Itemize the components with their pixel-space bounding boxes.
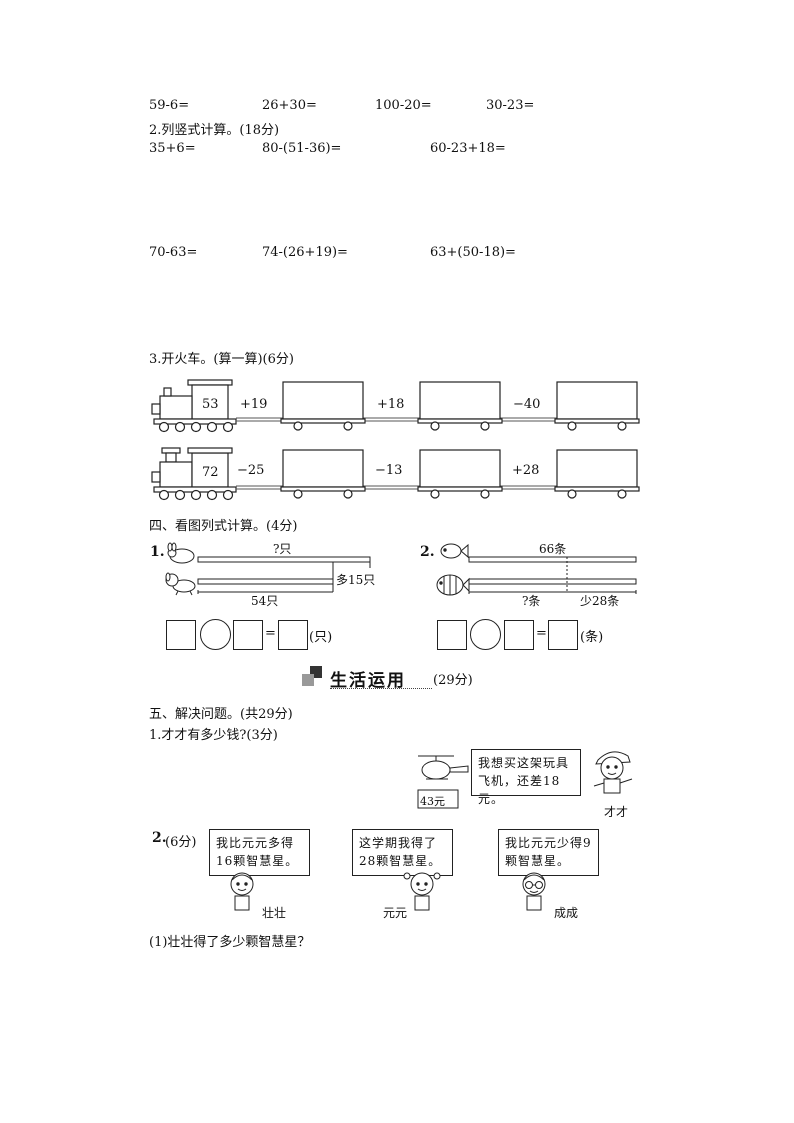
striped-fish-icon [436, 574, 470, 596]
caicai-speech-bubble: 我想买这架玩具飞机，还差18元。 [471, 749, 581, 806]
price-tag [417, 789, 459, 809]
p1-operator-circle[interactable] [200, 619, 231, 650]
rabbit-icon [167, 542, 195, 564]
zhuangzhuang-avatar [230, 872, 254, 911]
locomotive-icon [151, 379, 237, 433]
train-1-op-2: +18 [377, 397, 405, 412]
train-cars [280, 381, 640, 431]
p1-answer-box-1[interactable] [166, 620, 196, 650]
chengcheng-avatar [522, 872, 546, 911]
p2-top-label: 66条 [539, 542, 567, 556]
s5-q2-sub1: (1)壮壮得了多少颗智慧星？ [149, 935, 311, 950]
p2-answer-box-3[interactable] [548, 620, 578, 650]
chengcheng-name: 成成 [554, 906, 579, 920]
p1-answer-box-3[interactable] [278, 620, 308, 650]
p2-bottom-label-q: ?条 [522, 594, 541, 608]
banner-underline [330, 688, 432, 689]
p2-number: 2. [420, 544, 435, 560]
oral-calc-4: 30-23= [486, 98, 535, 113]
p2-bar-diagram [468, 556, 637, 594]
banner-score: (29分) [433, 673, 473, 688]
p1-equals-sign: = [265, 626, 276, 641]
yuanyuan-name: 元元 [383, 906, 408, 920]
p1-top-label: ?只 [273, 542, 292, 556]
section4-title: 四、看图列式计算。(4分) [149, 519, 298, 534]
q2-expr-4: 70-63= [149, 245, 198, 260]
p2-bottom-label-less: 少28条 [580, 594, 620, 608]
caicai-name: 才才 [604, 805, 629, 819]
airplane-price: 43元 [420, 795, 445, 808]
train-2-op-3: +28 [512, 463, 540, 478]
p1-bottom-label: 54只 [251, 594, 279, 608]
locomotive-icon [151, 447, 237, 501]
s5-q1-title: 1.才才有多少钱?(3分) [149, 728, 278, 743]
train-1-start: 53 [202, 397, 219, 412]
coupling-lines [236, 485, 557, 490]
train-cars [280, 449, 640, 499]
oral-calc-1: 59-6= [149, 98, 190, 113]
train-1-op-3: −40 [513, 397, 541, 412]
banner-title: 生活运用 [330, 671, 406, 691]
p1-animals [165, 542, 196, 596]
train-1-drawing [151, 379, 640, 433]
p1-unit: (只) [309, 630, 333, 645]
q2-expr-1: 35+6= [149, 141, 196, 156]
q2-expr-3: 60-23+18= [430, 141, 506, 156]
yuanyuan-speech-bubble: 这学期我得了28颗智慧星。 [352, 829, 453, 876]
train-1-op-1: +19 [240, 397, 268, 412]
q2-expr-5: 74-(26+19)= [262, 245, 348, 260]
p1-bar-diagram [197, 556, 371, 594]
p2-equals-sign: = [536, 626, 547, 641]
chengcheng-speech-bubble: 我比元元少得9颗智慧星。 [498, 829, 599, 876]
oral-calc-3: 100-20= [375, 98, 432, 113]
q2-expr-2: 80-(51-36)= [262, 141, 342, 156]
p2-fish [436, 543, 470, 596]
p2-answer-box-1[interactable] [437, 620, 467, 650]
p1-number: 1. [150, 544, 165, 560]
zhuangzhuang-name: 壮壮 [262, 906, 287, 920]
yuanyuan-avatar [403, 872, 441, 911]
s5-q2-score: (6分) [165, 835, 197, 850]
p2-answer-box-2[interactable] [504, 620, 534, 650]
p1-answer-box-2[interactable] [233, 620, 263, 650]
p2-operator-circle[interactable] [470, 619, 501, 650]
train-2-op-1: −25 [237, 463, 265, 478]
glasses-icon [525, 881, 533, 889]
s5-q2-number: 2. [152, 830, 167, 846]
section5-title: 五、解决问题。(共29分) [149, 707, 293, 722]
train-2-drawing [151, 447, 640, 501]
zhuangzhuang-speech-bubble: 我比元元多得16颗智慧星。 [209, 829, 310, 876]
q2-title: 2.列竖式计算。(18分) [149, 123, 280, 138]
q2-expr-6: 63+(50-18)= [430, 245, 516, 260]
p2-unit: (条) [580, 630, 604, 645]
banner-squares-icon [302, 666, 322, 686]
dog-icon [165, 572, 196, 596]
p1-diff-label: 多15只 [336, 573, 376, 587]
caicai-avatar [593, 751, 633, 794]
q3-title: 3.开火车。(算一算)(6分) [149, 352, 294, 367]
train-2-op-2: −13 [375, 463, 403, 478]
toy-airplane-icon [417, 755, 469, 809]
small-fish-icon [440, 543, 469, 559]
oral-calc-2: 26+30= [262, 98, 317, 113]
coupling-lines [236, 417, 557, 422]
train-2-start: 72 [202, 465, 219, 480]
